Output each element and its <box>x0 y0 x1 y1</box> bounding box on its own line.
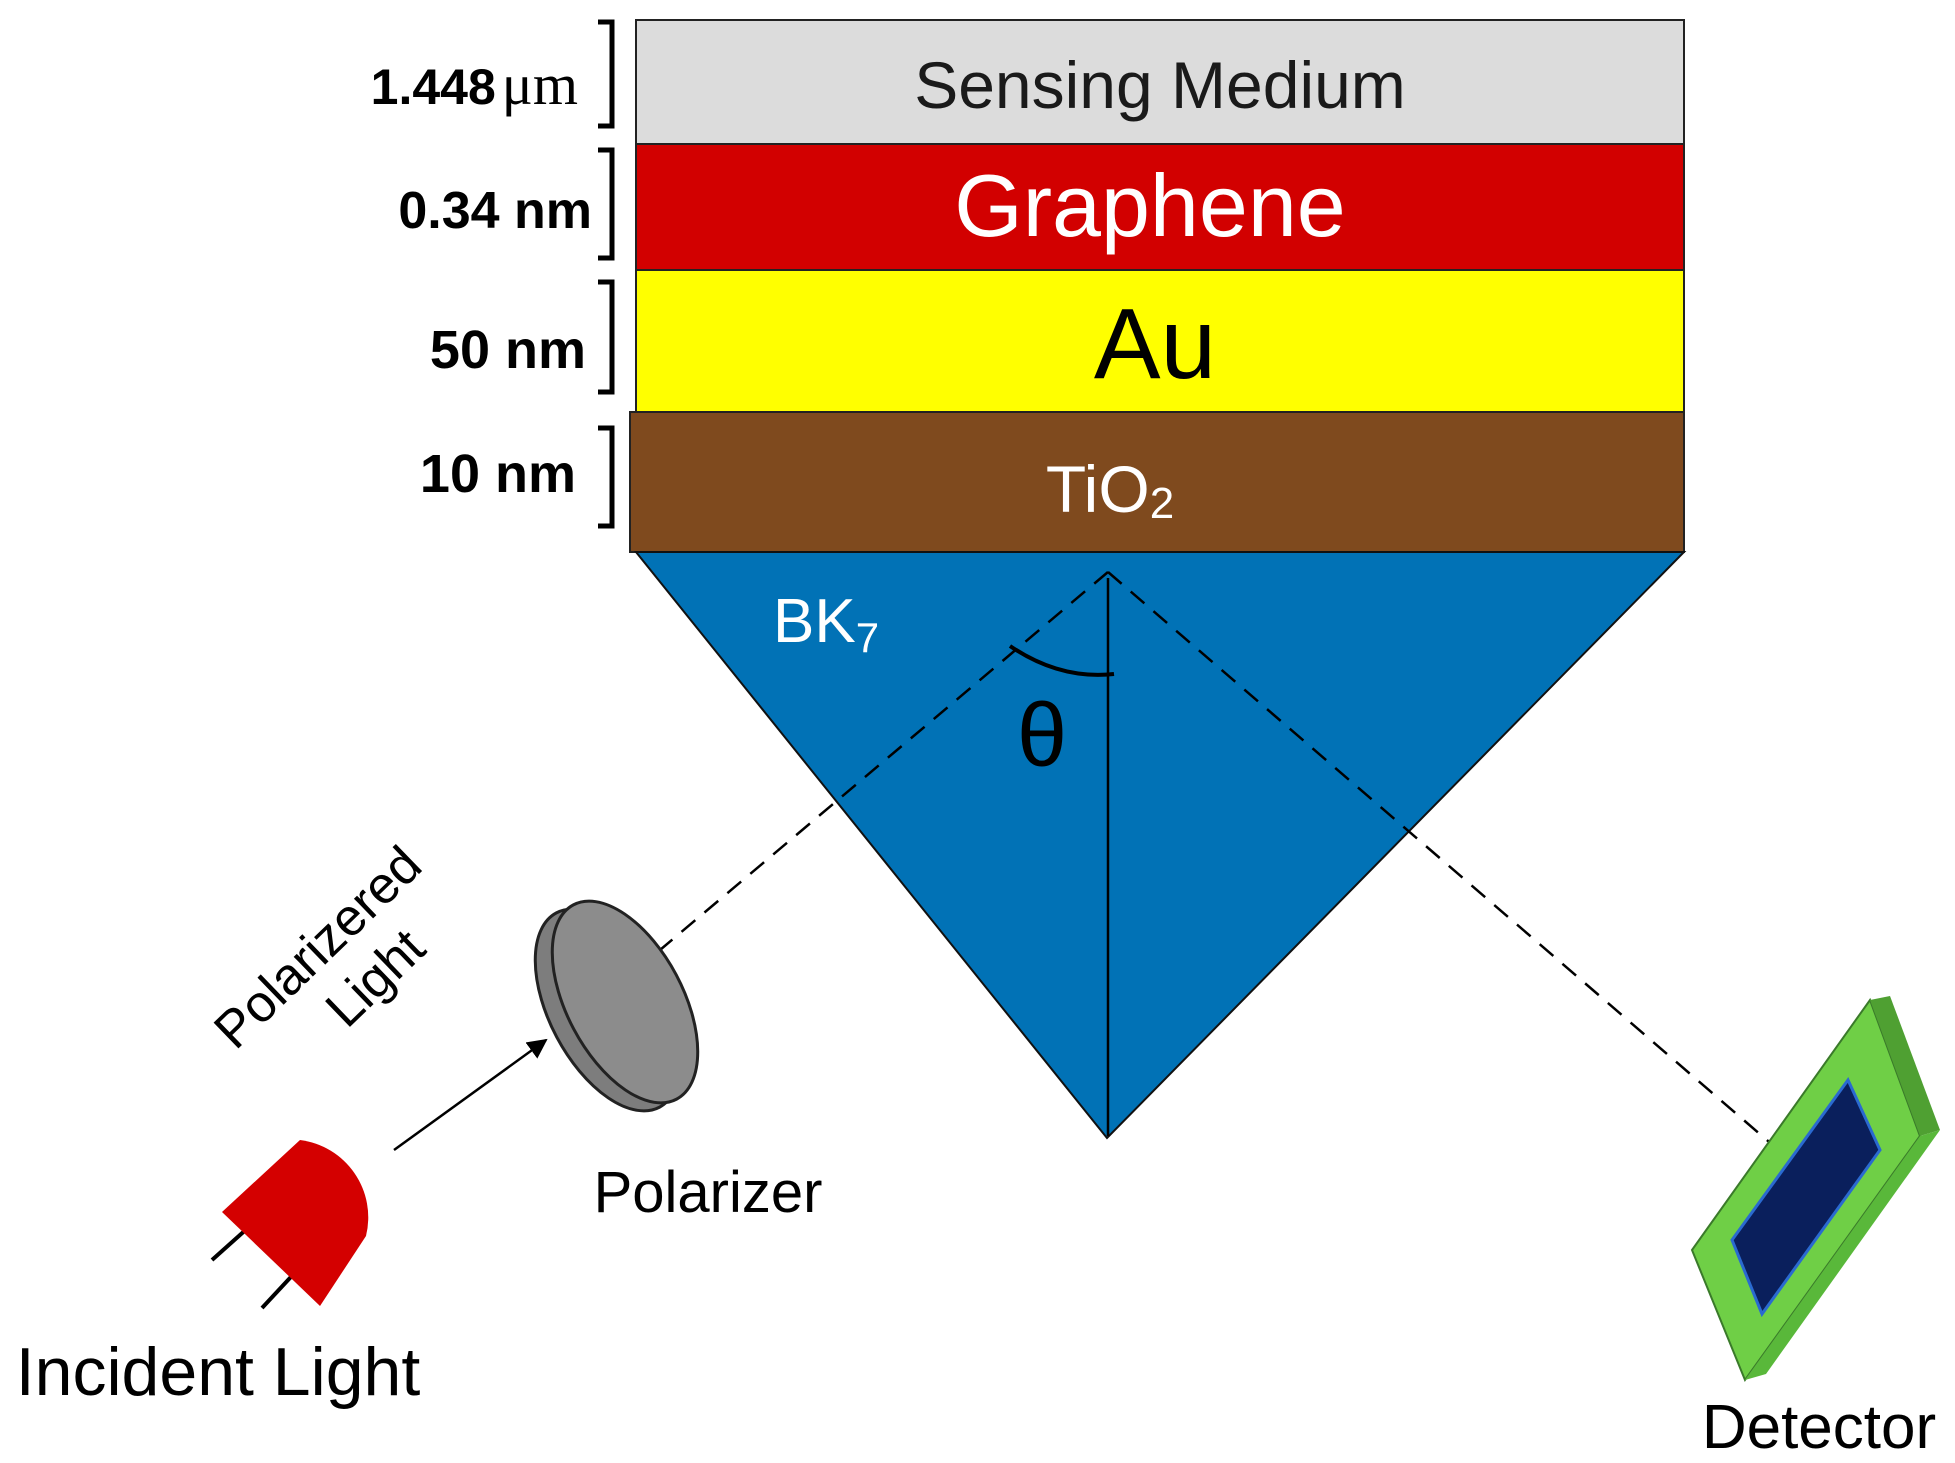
graphene-layer <box>635 143 1685 271</box>
light-source-icon <box>210 1140 369 1310</box>
source-to-polarizer-arrow <box>393 1038 548 1152</box>
tio2-thickness: 10 nm <box>420 444 576 504</box>
reflected-beam <box>1107 571 1792 1161</box>
angle-arc <box>1008 644 1115 677</box>
sensing-medium-label: Sensing Medium <box>914 48 1406 122</box>
graphene-thickness: 0.34 nm <box>398 182 592 240</box>
thickness-annotations <box>598 19 615 529</box>
detector-label: Detector <box>1702 1393 1936 1462</box>
polarized-light-label: Polarizered Light <box>203 836 436 1060</box>
detector-icon <box>1690 996 1940 1383</box>
polarizer-icon <box>533 899 700 1113</box>
gold-label: Au <box>1094 288 1216 400</box>
incident-beam <box>659 571 1109 951</box>
gold-layer <box>635 269 1685 413</box>
incident-light-label: Incident Light <box>16 1334 421 1410</box>
polarizer-label: Polarizer <box>594 1160 823 1225</box>
bk7-prism <box>633 551 1687 1140</box>
gold-thickness: 50 nm <box>430 320 586 380</box>
tio2-label: TiO2 <box>1046 452 1174 528</box>
angle-label: θ <box>1017 686 1067 786</box>
sensing-medium-layer <box>635 19 1685 145</box>
graphene-label: Graphene <box>954 156 1345 255</box>
prism-label: BK7 <box>773 587 879 661</box>
layer-stack: Sensing Medium Graphene Au TiO2 <box>629 19 1685 553</box>
tio2-layer <box>629 411 1685 553</box>
